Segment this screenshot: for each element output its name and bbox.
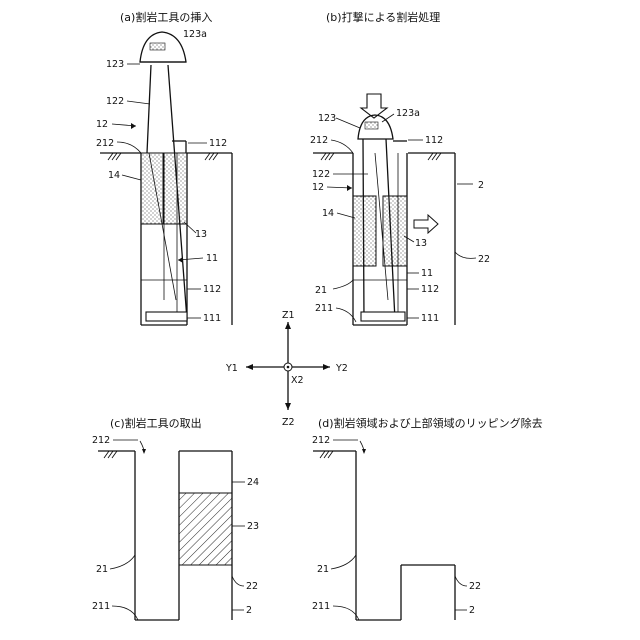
label-212: 212 [312,435,330,446]
label-24: 24 [247,477,259,488]
label-2: 2 [246,605,252,616]
label-21: 21 [315,285,327,296]
panel-b: (b)打撃による割岩処理 123 123a 212 [310,10,490,325]
label-212: 212 [92,435,110,446]
block-14 [141,153,163,224]
label-211: 211 [312,601,330,612]
label-14: 14 [322,208,334,219]
label-2: 2 [478,180,484,191]
label-14: 14 [108,170,120,181]
axis-z1: Z1 [282,310,295,321]
label-212: 212 [96,138,114,149]
panel-c: (c)割岩工具の取出 212 24 23 21 22 211 2 [92,416,259,620]
label-12: 12 [96,119,108,130]
label-13: 13 [415,238,427,249]
axis-y2: Y2 [335,363,348,374]
label-2: 2 [469,605,475,616]
axis-y1: Y1 [225,363,238,374]
label-21: 21 [96,564,108,575]
label-112-top: 112 [425,135,443,146]
label-211: 211 [315,303,333,314]
panel-d-caption: (d)割岩領域および上部領域のリッピング除去 [318,416,543,430]
label-111: 111 [421,313,439,324]
label-112-top: 112 [209,138,227,149]
block-13 [164,153,187,224]
label-123a: 123a [183,29,207,40]
label-211: 211 [92,601,110,612]
label-212: 212 [310,135,328,146]
panel-b-caption: (b)打撃による割岩処理 [326,10,440,24]
label-11: 11 [421,268,433,279]
label-112-bottom: 112 [421,284,439,295]
label-22: 22 [246,581,258,592]
label-111: 111 [203,313,221,324]
panel-a: (a)割岩工具の挿入 123a 123 [96,10,232,325]
push-arrow-icon [414,215,438,233]
label-122: 122 [312,169,330,180]
label-123: 123 [106,59,124,70]
panel-c-caption: (c)割岩工具の取出 [110,416,202,430]
label-112-bottom: 112 [203,284,221,295]
label-22: 22 [469,581,481,592]
label-12: 12 [312,182,324,193]
label-123: 123 [318,113,336,124]
label-21: 21 [317,564,329,575]
label-122: 122 [106,96,124,107]
panel-a-caption: (a)割岩工具の挿入 [120,10,212,24]
label-11: 11 [206,253,218,264]
axis-x2: X2 [291,375,304,386]
panel-d: (d)割岩領域および上部領域のリッピング除去 212 21 22 211 2 [312,416,543,620]
label-22: 22 [478,254,490,265]
label-123a: 123a [396,108,420,119]
label-23: 23 [247,521,259,532]
impact-arrow-icon [361,94,387,118]
split-region-23 [179,493,232,565]
axis-z2: Z2 [282,417,295,428]
label-13: 13 [195,229,207,240]
axis-indicator: Z1 Z2 Y1 Y2 X2 [225,310,348,428]
